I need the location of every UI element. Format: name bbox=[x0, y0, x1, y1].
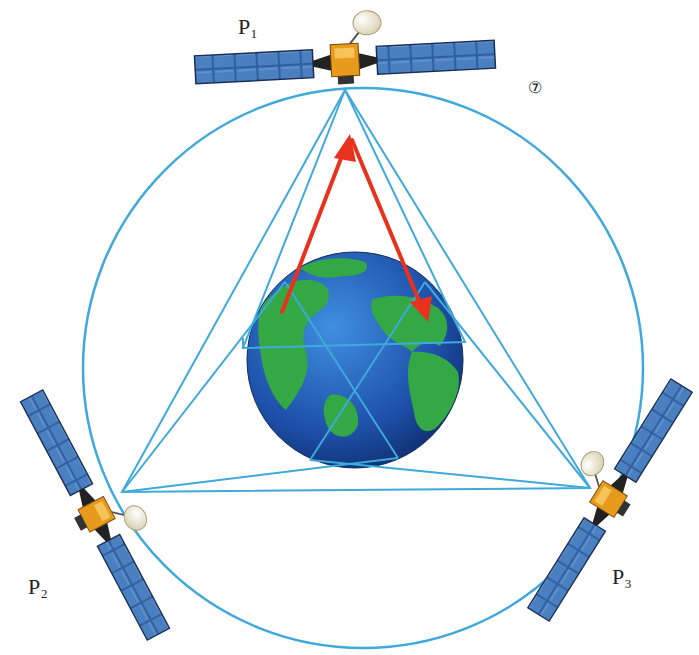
satellite-label: P₃ bbox=[612, 566, 632, 588]
satellite-label: P₂ bbox=[28, 576, 48, 598]
callout-number: ⑦ bbox=[528, 80, 542, 96]
satellite-label: P₁ bbox=[238, 16, 258, 38]
